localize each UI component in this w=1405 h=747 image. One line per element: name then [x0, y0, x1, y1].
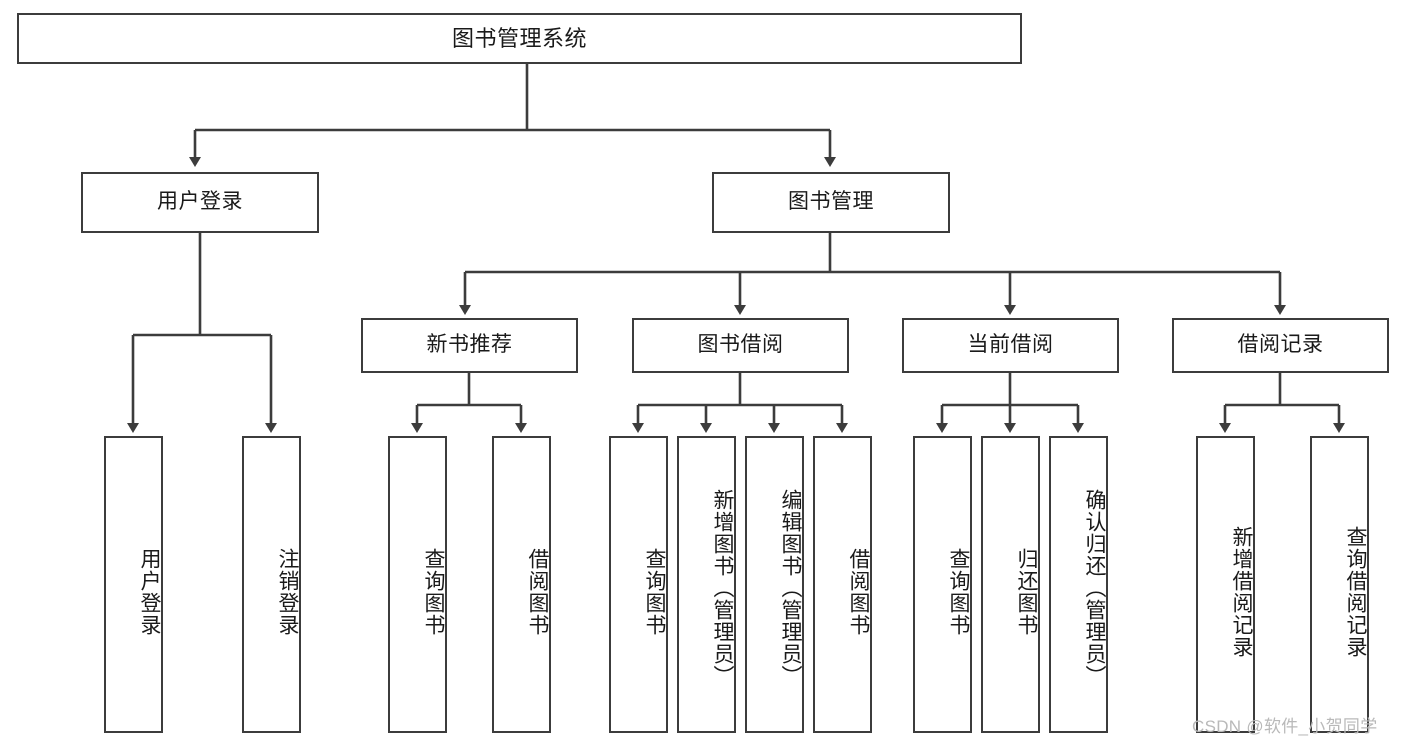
node-current-borrow[interactable]: 当前借阅	[902, 318, 1119, 373]
leaf-new-book-borrow[interactable]: 借阅图书	[492, 436, 551, 733]
leaf-user-login-logout[interactable]: 注销登录	[242, 436, 301, 733]
leaf-borrow-record-query[interactable]: 查询借阅记录	[1310, 436, 1369, 733]
leaf-current-borrow-query[interactable]: 查询图书	[913, 436, 972, 733]
node-root-system[interactable]: 图书管理系统	[17, 13, 1022, 64]
leaf-book-borrow-edit-admin[interactable]: 编辑图书（管理员）	[745, 436, 804, 733]
leaf-user-login-signin[interactable]: 用户登录	[104, 436, 163, 733]
leaf-book-borrow-add-admin[interactable]: 新增图书（管理员）	[677, 436, 736, 733]
leaf-current-borrow-confirm-admin[interactable]: 确认归还（管理员）	[1049, 436, 1108, 733]
csdn-watermark: CSDN @软件_小贺同学	[1192, 717, 1378, 736]
node-new-book-recommend[interactable]: 新书推荐	[361, 318, 578, 373]
leaf-new-book-query[interactable]: 查询图书	[388, 436, 447, 733]
leaf-borrow-record-add[interactable]: 新增借阅记录	[1196, 436, 1255, 733]
leaf-current-borrow-return[interactable]: 归还图书	[981, 436, 1040, 733]
node-borrow-record[interactable]: 借阅记录	[1172, 318, 1389, 373]
leaf-book-borrow-query[interactable]: 查询图书	[609, 436, 668, 733]
leaf-book-borrow-borrow[interactable]: 借阅图书	[813, 436, 872, 733]
node-book-management[interactable]: 图书管理	[712, 172, 950, 233]
node-book-borrow[interactable]: 图书借阅	[632, 318, 849, 373]
node-user-login[interactable]: 用户登录	[81, 172, 319, 233]
